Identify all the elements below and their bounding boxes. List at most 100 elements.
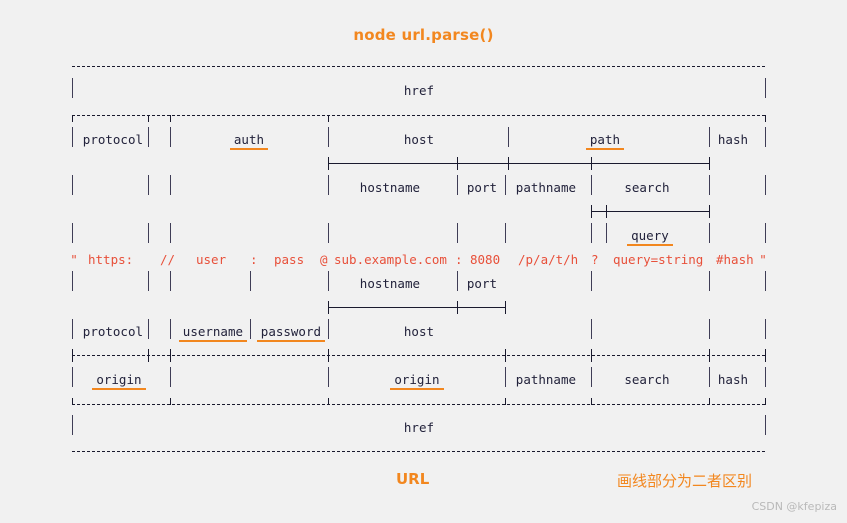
frame-right-rail <box>765 319 766 339</box>
line-tick <box>72 115 73 122</box>
rail-auth-left <box>170 175 171 195</box>
line-tick <box>457 163 458 170</box>
line-tick <box>328 301 329 308</box>
line-tick <box>505 349 506 356</box>
line-tick <box>328 163 329 170</box>
rail-protocol-right <box>148 127 149 147</box>
line-tick <box>328 355 329 362</box>
difference-underline <box>256 340 326 342</box>
frame-left-rail <box>72 78 73 98</box>
rail-search-right <box>709 319 710 339</box>
frame-right-rail <box>765 271 766 291</box>
line-tick <box>709 355 710 362</box>
rail-pathname-search <box>591 175 592 195</box>
diagram-label: username <box>182 324 244 339</box>
url-token: @ <box>320 252 328 267</box>
line-tick <box>72 349 73 356</box>
line-tick <box>709 163 710 170</box>
rail-host-left <box>328 175 329 195</box>
line-tick <box>765 115 766 122</box>
diagram-label: origin <box>96 372 142 387</box>
line-tick <box>457 307 458 314</box>
frame-right-rail <box>765 367 766 387</box>
line-tick <box>328 349 329 356</box>
frame-right-rail <box>765 175 766 195</box>
frame-left-rail <box>72 367 73 387</box>
rail-search-low <box>591 367 592 387</box>
diagram-label: " <box>759 252 767 267</box>
rail-host-left <box>328 127 329 147</box>
line-tick <box>328 398 329 405</box>
footer-url-label: URL <box>396 470 430 488</box>
url-token: 8080 <box>470 252 501 267</box>
rail-protocol-right <box>148 271 149 291</box>
line-tick <box>505 307 506 314</box>
rail-search-low <box>591 271 592 291</box>
frame-left-rail <box>72 223 73 243</box>
difference-underline <box>390 388 444 390</box>
rail-host-left <box>328 367 329 387</box>
diagram-label: protocol <box>82 132 144 147</box>
line-tick <box>457 157 458 164</box>
rail-search-right <box>709 367 710 387</box>
watermark: CSDN @kfepiza <box>751 500 837 513</box>
line-tick <box>72 398 73 405</box>
rail-pathname-search <box>591 223 592 243</box>
line-tick <box>505 355 506 362</box>
diagram-label: path <box>589 132 620 147</box>
difference-underline <box>627 244 673 246</box>
line-tick <box>765 398 766 405</box>
rail-host-left <box>328 271 329 291</box>
diagram-label: protocol <box>82 324 144 339</box>
line-tick <box>72 355 73 362</box>
line-tick <box>709 398 710 405</box>
line-tick <box>591 157 592 164</box>
rail-search-right <box>709 175 710 195</box>
frame-right-rail <box>765 223 766 243</box>
line-tick <box>328 115 329 122</box>
rail-auth-left <box>170 319 171 339</box>
diagram-label: " <box>70 252 78 267</box>
diagram-label: pathname <box>515 180 577 195</box>
diagram-label: search <box>624 372 670 387</box>
line-tick <box>328 307 329 314</box>
diagram-label: search <box>624 180 670 195</box>
url-token: /p/a/t/h <box>518 252 579 267</box>
rail-port-right <box>505 175 506 195</box>
frame-left-rail <box>72 319 73 339</box>
line-tick <box>148 349 149 356</box>
rail-hostname-port <box>457 223 458 243</box>
difference-underline <box>229 148 269 150</box>
divider-host-join <box>328 307 505 308</box>
diagram-label: host <box>403 324 434 339</box>
line-tick <box>505 398 506 405</box>
line-tick <box>328 157 329 164</box>
line-tick <box>709 157 710 164</box>
line-tick <box>765 349 766 356</box>
line-tick <box>606 211 607 218</box>
url-token: #hash <box>716 252 754 267</box>
diagram-label: hostname <box>359 276 421 291</box>
diagram-label: query <box>631 228 669 243</box>
line-tick <box>170 355 171 362</box>
url-token: : <box>455 252 463 267</box>
frame-left-rail <box>72 175 73 195</box>
url-token: query=string <box>613 252 704 267</box>
rail-hostname-port <box>457 175 458 195</box>
frame-bottom-border <box>72 451 765 452</box>
diagram-label: port <box>466 276 497 291</box>
line-tick <box>591 349 592 356</box>
footer-legend-note: 画线部分为二者区别 <box>617 472 753 490</box>
rail-protocol-right <box>148 223 149 243</box>
frame-left-rail <box>72 415 73 435</box>
url-token: user <box>196 252 227 267</box>
diagram-label: host <box>403 132 434 147</box>
line-tick <box>591 355 592 362</box>
diagram-label: href <box>403 420 434 435</box>
diagram-label: hostname <box>359 180 421 195</box>
rail-hostname-port <box>457 271 458 291</box>
line-tick <box>148 115 149 122</box>
rail-search-right <box>709 127 710 147</box>
frame-right-rail <box>765 415 766 435</box>
